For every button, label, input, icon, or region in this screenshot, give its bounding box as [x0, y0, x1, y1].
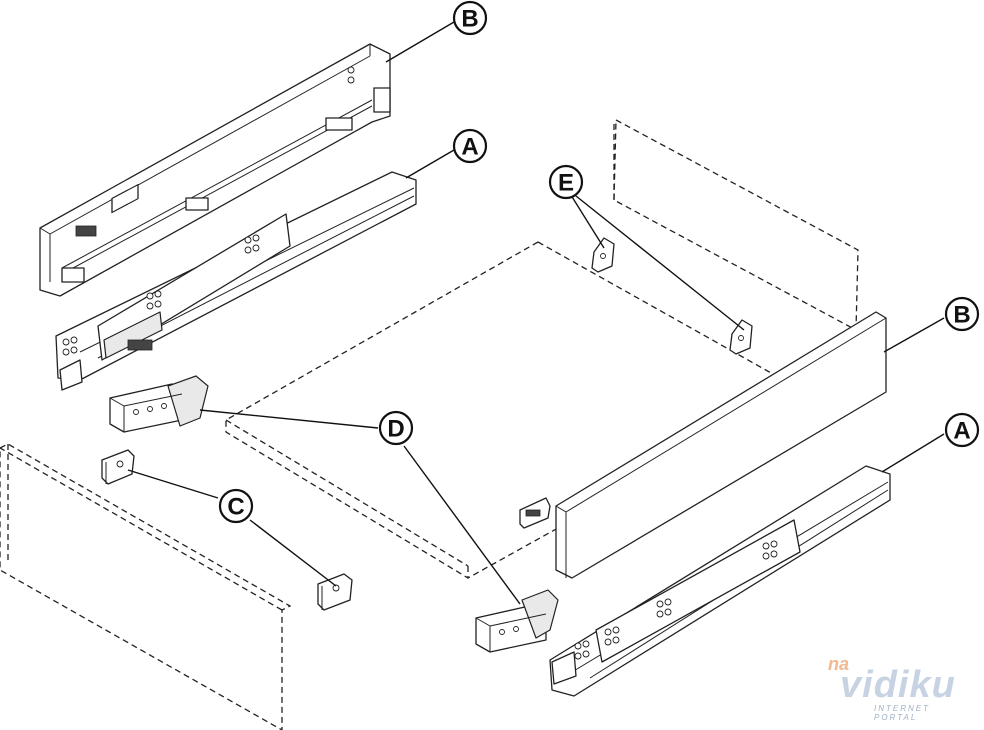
watermark-prefix: na: [828, 654, 850, 674]
runner-right-holes: [574, 540, 778, 660]
ghost-drawer-bottom: [225, 241, 781, 579]
callout-b-right: B: [944, 296, 980, 332]
callout-a-top: A: [452, 128, 488, 164]
runner-left-holes: [62, 234, 260, 356]
callout-d: D: [378, 410, 414, 446]
callout-e-label: E: [558, 170, 574, 197]
callout-b-top-label: B: [461, 6, 478, 33]
locking-device-right: [475, 589, 559, 653]
watermark-brand: vidiku: [840, 664, 956, 706]
ghost-back-panel: [613, 118, 859, 339]
leader-lines: [127, 21, 945, 605]
runner-left: [55, 171, 417, 391]
callout-d-label: D: [387, 416, 404, 443]
rear-bracket-bottom: [729, 319, 753, 355]
callout-c-label: C: [227, 494, 244, 521]
watermark-logo: na vidiku INTERNET PORTAL: [826, 654, 976, 722]
rear-bracket-top: [591, 237, 615, 273]
drawer-side-right: [555, 311, 887, 579]
front-bracket-left: [101, 449, 135, 485]
callout-b-top: B: [452, 0, 488, 36]
drawer-side-left: [39, 43, 391, 297]
watermark-tagline: INTERNET PORTAL: [874, 704, 930, 722]
runner-right: [549, 465, 891, 697]
front-bracket-right: [317, 573, 353, 611]
ghost-front-panel: [0, 443, 292, 730]
callout-a-right: A: [944, 412, 980, 448]
callout-a-top-label: A: [461, 134, 478, 161]
callout-b-right-label: B: [953, 302, 970, 329]
callout-a-right-label: A: [953, 418, 970, 445]
callout-c: C: [218, 488, 254, 524]
locking-device-left: [109, 375, 209, 433]
callout-e: E: [548, 164, 584, 200]
rear-clip: [519, 497, 551, 529]
